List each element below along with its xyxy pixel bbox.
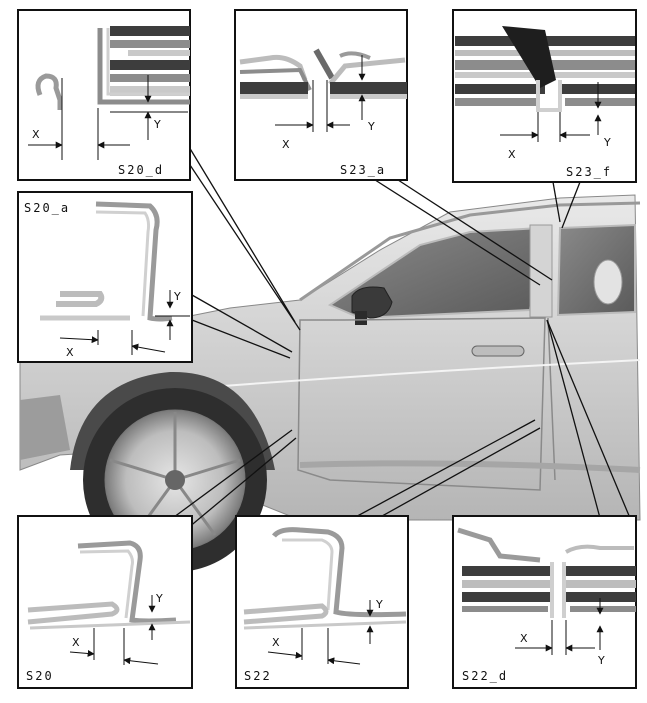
s22-y-label: Y	[375, 598, 383, 611]
detail-s23f: X Y S23_f	[452, 9, 637, 183]
rear-door-line	[547, 317, 556, 481]
leader-s20d	[179, 131, 296, 323]
s20a-cross-section	[40, 201, 173, 322]
leader-s22	[349, 419, 536, 521]
detail-s23a: X Y S23_a	[234, 9, 408, 181]
s20-x-label: X	[72, 636, 80, 649]
s23a-x-label: X	[282, 138, 290, 151]
body-character-line	[169, 359, 641, 391]
leader-s23a	[371, 177, 541, 286]
s22-x-label: X	[272, 636, 280, 649]
s20-cross-section	[27, 540, 191, 630]
detail-s20a: X Y S20_a	[17, 191, 193, 363]
b-pillar	[529, 224, 553, 318]
s23a-cross-section	[239, 48, 407, 99]
s23a-label: S23_a	[340, 163, 386, 177]
s23a-y-label: Y	[367, 120, 375, 133]
s23f-label: S23_f	[566, 165, 612, 179]
s20-y-label: Y	[155, 592, 163, 605]
s20-label: S20	[26, 669, 54, 683]
s20a-x-label: X	[66, 346, 74, 359]
front-door-outline	[297, 317, 546, 491]
s20d-cross-section	[35, 26, 190, 110]
s22d-label: S22_d	[462, 669, 508, 683]
s20a-label: S20_a	[24, 201, 70, 215]
s20d-y-label: Y	[153, 118, 161, 131]
mirror-stalk	[355, 311, 367, 325]
s20a-y-label: Y	[173, 290, 181, 303]
detail-s22d: X Y S22_d	[452, 515, 637, 689]
s23f-x-label: X	[508, 148, 516, 161]
door-sill-strip	[299, 460, 641, 473]
side-mirror	[351, 286, 393, 319]
s22d-y-label: Y	[597, 654, 605, 667]
wheel-spokes	[109, 412, 241, 536]
s22d-x-label: X	[520, 632, 528, 645]
leader-s20	[169, 429, 293, 521]
leader-s22d	[546, 319, 601, 519]
s22-cross-section	[243, 527, 407, 630]
s23f-y-label: Y	[603, 136, 611, 149]
leader-s23f	[552, 181, 561, 223]
door-handle	[471, 345, 525, 357]
detail-s22: X Y S22	[235, 515, 409, 689]
s20d-x-label: X	[32, 128, 40, 141]
s22-label: S22	[244, 669, 272, 683]
leader-s20a	[191, 294, 293, 353]
detail-s20d: X Y S20_d	[17, 9, 191, 181]
s20d-label: S20_d	[118, 163, 164, 177]
roof-line	[299, 201, 641, 302]
seat-headrest	[593, 259, 623, 305]
front-bumper	[20, 395, 70, 460]
detail-s20: X Y S20	[17, 515, 193, 689]
wheel-hub	[165, 470, 185, 490]
leader-lines	[169, 131, 631, 529]
